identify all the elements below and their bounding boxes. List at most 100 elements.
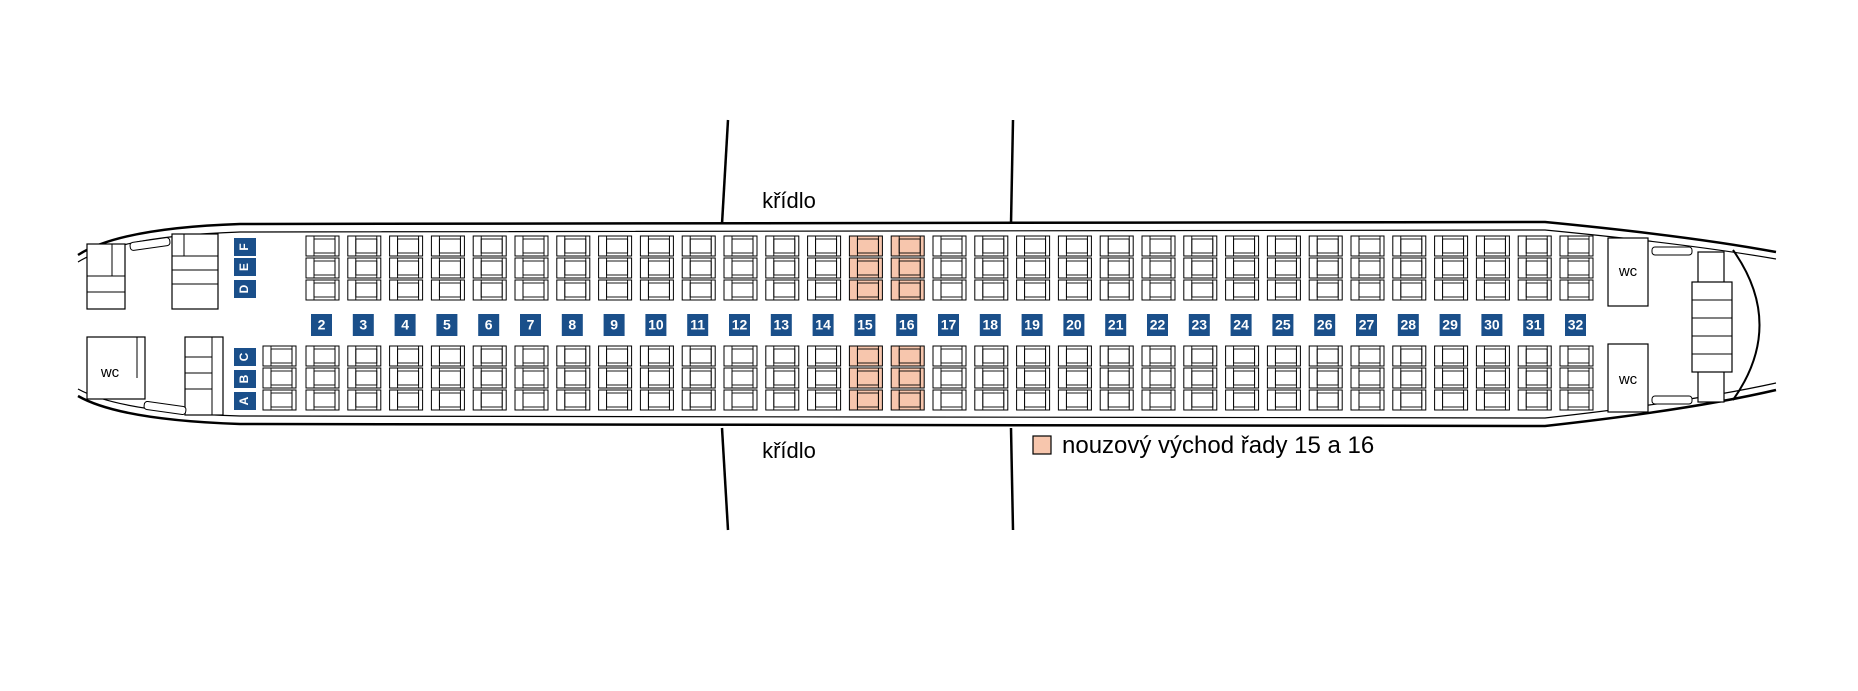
seat[interactable]	[1016, 367, 1051, 389]
seat[interactable]	[848, 279, 883, 301]
seat[interactable]	[1099, 235, 1134, 257]
seat[interactable]	[681, 279, 716, 301]
seat[interactable]	[848, 389, 883, 411]
seat[interactable]	[723, 345, 758, 367]
seat[interactable]	[305, 389, 340, 411]
seat[interactable]	[1392, 257, 1427, 279]
seat[interactable]	[1266, 367, 1301, 389]
seat[interactable]	[765, 235, 800, 257]
seat[interactable]	[556, 389, 591, 411]
seat[interactable]	[890, 235, 925, 257]
seat[interactable]	[598, 235, 633, 257]
seat[interactable]	[472, 257, 507, 279]
seat[interactable]	[723, 367, 758, 389]
seat[interactable]	[305, 345, 340, 367]
seat[interactable]	[1475, 235, 1510, 257]
seat[interactable]	[723, 235, 758, 257]
seat[interactable]	[1057, 279, 1092, 301]
seat[interactable]	[1183, 345, 1218, 367]
seat[interactable]	[765, 345, 800, 367]
seat[interactable]	[807, 367, 842, 389]
seat[interactable]	[389, 367, 424, 389]
seat[interactable]	[598, 367, 633, 389]
seat[interactable]	[1183, 279, 1218, 301]
seat[interactable]	[1434, 235, 1469, 257]
seat[interactable]	[681, 345, 716, 367]
seat[interactable]	[848, 235, 883, 257]
seat[interactable]	[1434, 389, 1469, 411]
seat[interactable]	[472, 367, 507, 389]
seat[interactable]	[639, 345, 674, 367]
seat[interactable]	[848, 345, 883, 367]
seat[interactable]	[472, 345, 507, 367]
seat[interactable]	[1559, 235, 1594, 257]
seat[interactable]	[305, 367, 340, 389]
seat[interactable]	[723, 257, 758, 279]
seat[interactable]	[430, 235, 465, 257]
seat[interactable]	[1099, 345, 1134, 367]
seat[interactable]	[514, 367, 549, 389]
seat[interactable]	[932, 389, 967, 411]
seat[interactable]	[1225, 235, 1260, 257]
seat[interactable]	[1308, 367, 1343, 389]
seat[interactable]	[932, 279, 967, 301]
seat[interactable]	[639, 257, 674, 279]
seat[interactable]	[1141, 367, 1176, 389]
seat[interactable]	[1475, 367, 1510, 389]
seat[interactable]	[681, 257, 716, 279]
seat[interactable]	[932, 345, 967, 367]
seat[interactable]	[514, 345, 549, 367]
seat[interactable]	[1392, 235, 1427, 257]
seat[interactable]	[1266, 235, 1301, 257]
seat[interactable]	[807, 235, 842, 257]
seat[interactable]	[1517, 367, 1552, 389]
seat[interactable]	[1559, 279, 1594, 301]
seat[interactable]	[1308, 345, 1343, 367]
seat[interactable]	[305, 257, 340, 279]
seat[interactable]	[472, 235, 507, 257]
seat[interactable]	[765, 257, 800, 279]
seat[interactable]	[1517, 279, 1552, 301]
seat[interactable]	[1099, 279, 1134, 301]
seat[interactable]	[1225, 389, 1260, 411]
seat[interactable]	[305, 235, 340, 257]
seat[interactable]	[1057, 257, 1092, 279]
seat[interactable]	[1266, 345, 1301, 367]
seat[interactable]	[1559, 367, 1594, 389]
seat[interactable]	[430, 389, 465, 411]
seat[interactable]	[1308, 257, 1343, 279]
seat[interactable]	[262, 389, 297, 411]
seat[interactable]	[765, 279, 800, 301]
seat[interactable]	[556, 279, 591, 301]
seat[interactable]	[639, 235, 674, 257]
seat[interactable]	[890, 257, 925, 279]
seat[interactable]	[556, 257, 591, 279]
seat[interactable]	[639, 279, 674, 301]
seat[interactable]	[765, 367, 800, 389]
seat[interactable]	[1517, 257, 1552, 279]
seat[interactable]	[1434, 279, 1469, 301]
seat[interactable]	[1099, 389, 1134, 411]
seat[interactable]	[1517, 345, 1552, 367]
seat[interactable]	[1308, 279, 1343, 301]
seat[interactable]	[1057, 345, 1092, 367]
seat[interactable]	[1016, 235, 1051, 257]
seat[interactable]	[347, 279, 382, 301]
seat[interactable]	[974, 345, 1009, 367]
seat[interactable]	[598, 257, 633, 279]
seat[interactable]	[681, 235, 716, 257]
seat[interactable]	[430, 345, 465, 367]
seat[interactable]	[556, 367, 591, 389]
seat[interactable]	[932, 367, 967, 389]
seat[interactable]	[430, 279, 465, 301]
seat[interactable]	[1517, 389, 1552, 411]
seat[interactable]	[890, 279, 925, 301]
seat[interactable]	[1057, 235, 1092, 257]
seat[interactable]	[1141, 279, 1176, 301]
seat[interactable]	[639, 367, 674, 389]
seat[interactable]	[807, 389, 842, 411]
seat[interactable]	[430, 257, 465, 279]
seat[interactable]	[1350, 389, 1385, 411]
seat[interactable]	[1350, 279, 1385, 301]
seat[interactable]	[1183, 235, 1218, 257]
